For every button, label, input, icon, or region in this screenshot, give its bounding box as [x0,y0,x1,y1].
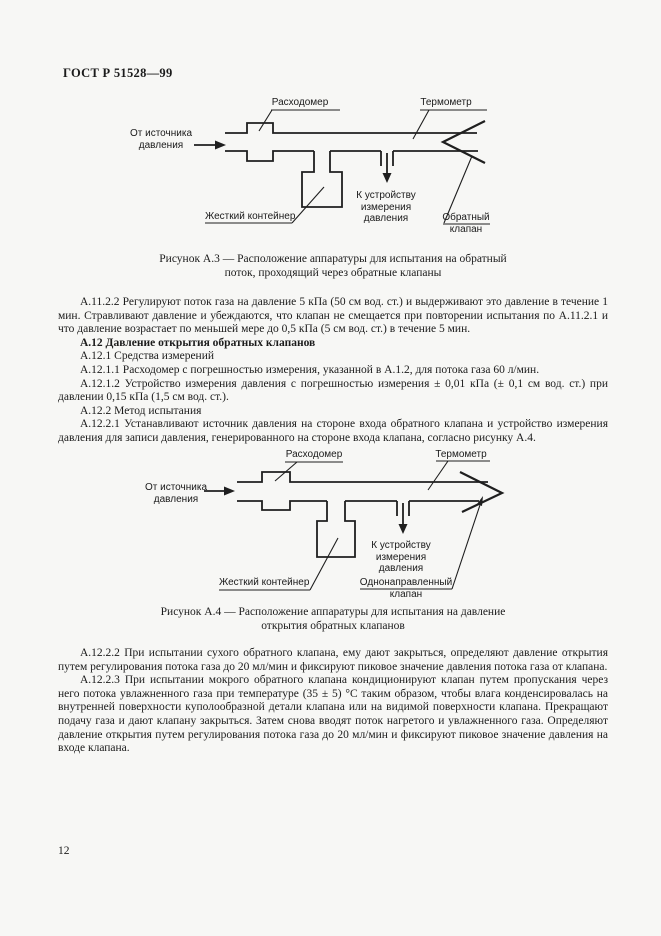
one-way-valve-label: Однонаправленный клапан [359,577,453,600]
flow-meter-label: Расходомер [285,449,343,460]
figure-a4-caption: Рисунок А.4 — Расположение аппаратуры дл… [160,606,506,632]
pressure-tap-stub [380,151,394,166]
rigid-container-label: Жесткий контейнер [205,211,296,222]
figure-a3-caption: Рисунок А.3 — Расположение аппаратуры дл… [159,253,507,279]
one-way-valve-leader-arrowhead [477,496,483,506]
paragraph-a12-2-1: А.12.2.1 Устанавливают источник давления… [58,418,608,444]
thermometer-label: Термометр [420,97,472,108]
paragraph-a11-2-2: А.11.2.2 Регулируют поток газа на давлен… [58,296,608,336]
container-leader [219,537,339,591]
page-number: 12 [58,845,70,857]
paragraph-a12-2-2: А.12.2.2 При испытании сухого обратного … [58,647,608,673]
figure-a3: Расходомер Термометр От источника давлен… [58,95,603,245]
one-way-valve-symbol [459,471,505,513]
pressure-arrowhead [382,173,392,183]
text-block-2: А.12.2.2 При испытании сухого обратного … [58,647,608,756]
pressure-arrowhead [398,524,408,534]
text-block-1: А.11.2.2 Регулируют поток газа на давлен… [58,296,608,446]
rigid-container-label: Жесткий контейнер [219,577,310,588]
container-leader [205,186,325,224]
heading-a12: А.12 Давление открытия обратных клапанов [80,336,316,349]
pressure-tap-stub [396,501,410,516]
inlet-arrowhead [215,140,226,150]
paragraph-a12-1-2: А.12.1.2 Устройство измерения давления с… [58,377,608,404]
check-valve-leader [443,155,490,225]
paragraph-a12-1-1: А.12.1.1 Расходомер с погрешностью измер… [80,363,540,376]
thermometer-leader [427,460,490,491]
pressure-device-label: К устройству измерения давления [371,540,431,574]
pressure-device-label: К устройству измерения давления [356,190,416,224]
pressure-source-label: От источника давления [129,128,193,151]
paragraph-a12-2-3: А.12.2.3 При испытании мокрого обратного… [58,674,608,755]
apparatus-diagram-a4 [204,460,505,591]
paragraph-a12-2: А.12.2 Метод испытания [80,404,202,417]
inlet-arrowhead [224,486,235,496]
paragraph-a12-1: А.12.1 Средства измерений [80,350,215,363]
flow-meter-leader [258,109,340,132]
rigid-container-shape [316,501,356,558]
apparatus-diagram-a3 [194,109,490,225]
pressure-source-label: От источника давления [144,482,208,505]
thermometer-leader [412,109,487,140]
pipe-bottom-line [225,150,314,162]
flow-meter-label: Расходомер [271,97,329,108]
one-way-valve-leader [360,501,482,590]
rigid-container-shape [301,151,343,208]
figure-a4: Расходомер Термометр От источника давлен… [58,446,603,604]
flow-meter-leader [274,461,343,482]
check-valve-symbol [440,120,486,164]
pipe-top-line [225,122,477,134]
pipe-bottom-line [237,500,327,511]
thermometer-label: Термометр [435,449,487,460]
document-title: ГОСТ Р 51528—99 [63,66,173,80]
pipe-top-line [237,471,488,483]
check-valve-label: Обратный клапан [442,212,490,235]
